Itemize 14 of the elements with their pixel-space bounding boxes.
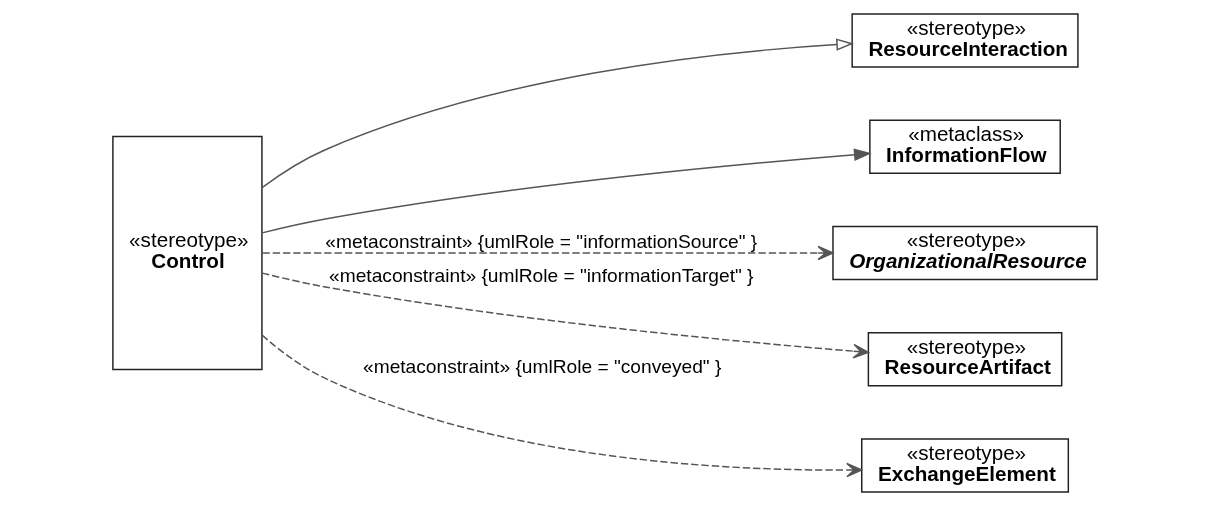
node-box: «stereotype» Control [111,135,263,371]
node-box: «stereotype» ResourceArtifact [867,331,1062,387]
edge-label: «metaconstraint» {umlRole = "informationSource" } [324,230,757,252]
arrow [260,272,869,359]
node-box: «stereotype» ResourceInteraction [850,13,1079,68]
arrow [260,38,854,189]
node-box: «metaclass» InformationFlow [868,119,1061,175]
edge-label: «metaconstraint» {umlRole = "informationTarget" } [328,264,754,286]
arrow [260,334,862,478]
arrow [260,148,872,234]
node-box: «stereotype» OrganizationalResource [831,225,1098,281]
arrow [261,245,834,261]
node-box: «stereotype» ExchangeElement [860,438,1069,493]
edge-label: «metaconstraint» {umlRole = "conveyed" } [362,356,721,378]
